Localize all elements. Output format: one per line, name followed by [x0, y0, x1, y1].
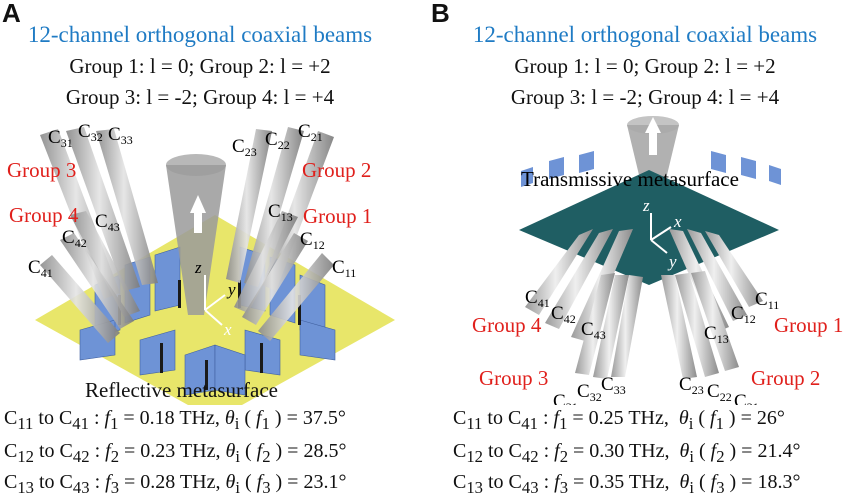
channel-label-c22: C22: [707, 381, 732, 404]
reflective-metasurface-illustration: z y x C31 C32 C33 C23 C22 C21 C43 C42 C4…: [7, 121, 395, 405]
group-label-1: Group 1: [303, 204, 372, 228]
panel-a-group-line-1: Group 1: l = 0; Group 2: l = +2: [69, 54, 331, 78]
equation-a-2: C12 to C42 : f2 = 0.23 THz, θi ( f2 ) = …: [4, 440, 347, 466]
group-label-2: Group 2: [751, 366, 820, 390]
axis-label-x: x: [673, 212, 682, 231]
axis-label-z: z: [642, 196, 650, 215]
group-label-4: Group 4: [9, 203, 79, 227]
coordinate-axes: [204, 275, 226, 326]
channel-label-c33: C33: [601, 374, 626, 397]
channel-label-c43: C43: [95, 211, 120, 234]
panel-a-title: 12-channel orthogonal coaxial beams: [27, 22, 373, 47]
channel-label-c23: C23: [679, 374, 704, 397]
transmitted-beam: [627, 116, 679, 200]
panel-a-group-line-2: Group 3: l = -2; Group 4: l = +4: [65, 85, 335, 109]
channel-label-c12: C12: [300, 229, 325, 252]
coordinate-axes: [650, 213, 672, 254]
channel-label-c32: C32: [577, 381, 602, 404]
up-arrow-icon: [645, 117, 661, 155]
panel-b-label: B: [431, 0, 450, 28]
reflected-beam: [166, 154, 226, 315]
equation-b-2: C12 to C42 : f2 = 0.30 THz, θi ( f2 ) = …: [453, 440, 801, 466]
transmissive-metasurface-illustration: z x y Transmissive metasurface C41 C42 C…: [472, 116, 843, 405]
channel-label-c42: C42: [551, 303, 576, 326]
panel-b-group-line-1: Group 1: l = 0; Group 2: l = +2: [514, 54, 776, 78]
channel-label-c12: C12: [731, 303, 756, 326]
panel-b: B 12-channel orthogonal coaxial beams Gr…: [429, 0, 858, 501]
equation-a-3: C13 to C43 : f3 = 0.28 THz, θi ( f3 ) = …: [4, 471, 347, 497]
panel-b-title: 12-channel orthogonal coaxial beams: [472, 22, 818, 47]
axis-label-y: y: [667, 252, 677, 271]
channel-label-c33: C33: [108, 124, 133, 147]
panel-a-label: A: [2, 0, 21, 28]
channel-label-c32: C32: [78, 121, 103, 144]
channel-label-c23: C23: [232, 136, 257, 159]
equation-b-3: C13 to C43 : f3 = 0.35 THz, θi ( f3 ) = …: [453, 471, 801, 497]
transmissive-caption: Transmissive metasurface: [521, 167, 739, 191]
channel-label-c11: C11: [332, 257, 356, 280]
beams-lower-right: [661, 229, 763, 379]
panel-b-group-line-2: Group 3: l = -2; Group 4: l = +4: [510, 85, 780, 109]
reflective-metasurface-plane: [35, 215, 395, 405]
channel-label-c21: C21: [734, 391, 759, 405]
beams-right: [226, 127, 334, 341]
up-arrow-icon: [190, 195, 206, 233]
beams-lower-left: [525, 229, 643, 379]
beams-left: [40, 127, 158, 343]
group-label-3: Group 3: [7, 158, 76, 182]
channel-label-c13: C13: [268, 201, 293, 224]
channel-label-c22: C22: [265, 129, 290, 152]
channel-label-c31: C31: [553, 391, 578, 405]
axis-label-y: y: [226, 280, 236, 299]
equation-a-1: C11 to C41 : f1 = 0.18 THz, θi ( f1 ) = …: [4, 407, 346, 433]
group-label-1: Group 1: [774, 313, 843, 337]
group-label-4: Group 4: [472, 313, 542, 337]
panel-a: A 12-channel orthogonal coaxial beams Gr…: [2, 0, 395, 497]
reflective-caption: Reflective metasurface: [85, 378, 278, 402]
channel-label-c21: C21: [298, 121, 323, 144]
unit-cell-array: [521, 151, 781, 187]
group-label-2: Group 2: [302, 158, 371, 182]
group-label-3: Group 3: [479, 366, 548, 390]
axis-label-x: x: [223, 320, 232, 339]
equation-b-1: C11 to C41 : f1 = 0.25 THz, θi ( f1 ) = …: [453, 407, 785, 433]
axis-label-z: z: [194, 258, 202, 277]
channel-label-c11: C11: [755, 289, 779, 312]
